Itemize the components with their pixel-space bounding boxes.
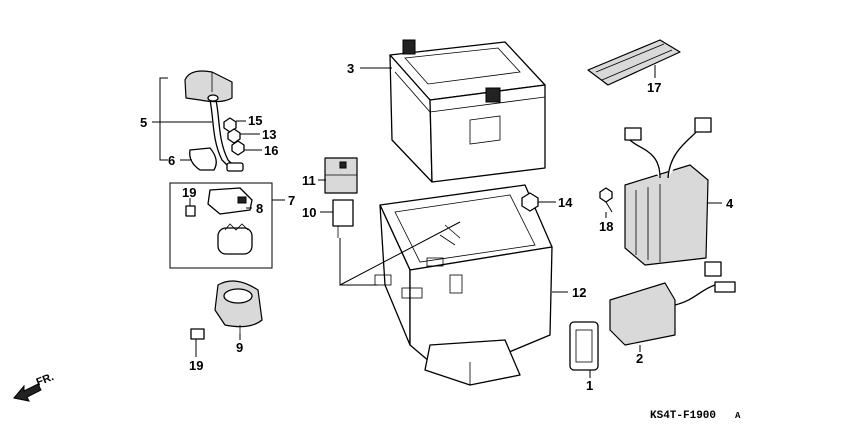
label-11: 11 bbox=[302, 173, 316, 188]
label-19-upper: 19 bbox=[182, 185, 196, 200]
label-9: 9 bbox=[236, 340, 243, 355]
label-5: 5 bbox=[140, 115, 147, 130]
starter-relay-switch bbox=[207, 187, 253, 255]
terminal-cable-assembly bbox=[184, 70, 244, 172]
control-unit bbox=[609, 261, 736, 346]
leader-lines bbox=[152, 65, 722, 378]
relay-10 bbox=[332, 199, 354, 238]
diagram-code-suffix: A bbox=[735, 411, 741, 421]
label-10: 10 bbox=[302, 205, 316, 220]
front-direction-indicator: FR. bbox=[13, 371, 56, 402]
regulator-rectifier bbox=[624, 117, 712, 266]
battery bbox=[389, 39, 546, 183]
label-8: 8 bbox=[256, 201, 263, 216]
label-16: 16 bbox=[264, 143, 278, 158]
fuse-19-upper bbox=[185, 205, 196, 217]
nut-13 bbox=[227, 128, 241, 144]
rubber-cover bbox=[569, 321, 599, 371]
group-7-box bbox=[169, 182, 273, 269]
label-12: 12 bbox=[572, 285, 586, 300]
label-13: 13 bbox=[262, 127, 276, 142]
label-17: 17 bbox=[647, 80, 661, 95]
part-labels: 3 17 5 15 13 16 6 11 7 19 8 10 14 4 18 1… bbox=[140, 61, 734, 393]
label-1: 1 bbox=[586, 378, 593, 393]
label-2: 2 bbox=[636, 351, 643, 366]
label-4: 4 bbox=[726, 196, 734, 211]
label-19-lower: 19 bbox=[189, 358, 203, 373]
relay-11 bbox=[324, 157, 358, 194]
nut-16 bbox=[231, 140, 245, 156]
label-14: 14 bbox=[558, 195, 573, 210]
label-15: 15 bbox=[248, 113, 262, 128]
diagram-code: KS4T-F1900 A bbox=[650, 410, 741, 422]
fuse-19-lower bbox=[190, 328, 205, 340]
label-7: 7 bbox=[288, 193, 295, 208]
relay-9 bbox=[214, 280, 263, 334]
battery-box bbox=[374, 184, 553, 386]
nut-14 bbox=[521, 192, 539, 212]
label-18: 18 bbox=[599, 219, 613, 234]
bolt-18 bbox=[599, 187, 613, 213]
nut-15 bbox=[223, 117, 237, 133]
battery-strap bbox=[587, 39, 681, 86]
label-6: 6 bbox=[168, 153, 175, 168]
diagram-code-text: KS4T-F1900 bbox=[650, 410, 716, 422]
label-3: 3 bbox=[347, 61, 354, 76]
front-direction-label: FR. bbox=[35, 371, 56, 389]
